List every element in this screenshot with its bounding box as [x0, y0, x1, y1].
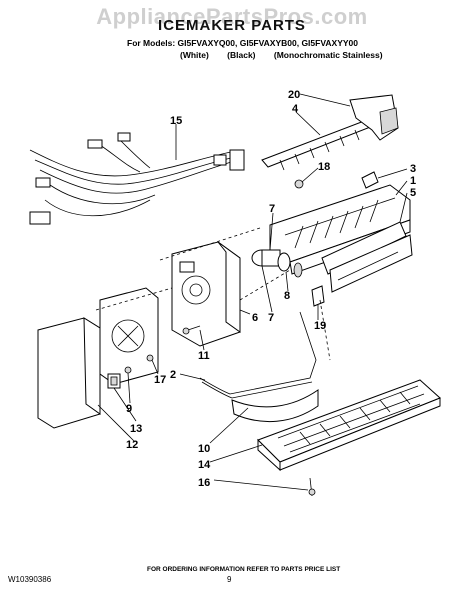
callout-3: 3 [410, 163, 416, 175]
screw-9 [124, 366, 132, 374]
callout-18: 18 [318, 161, 330, 173]
callout-5: 5 [410, 187, 416, 199]
screw-16 [308, 477, 316, 497]
callout-10: 10 [198, 443, 210, 455]
wiring-harness [29, 132, 245, 225]
callout-12: 12 [126, 439, 138, 451]
callout-15: 15 [170, 115, 182, 127]
switch [107, 373, 121, 389]
watermark: AppliancePartsPros.com [96, 4, 368, 29]
clip [361, 171, 379, 189]
callout-8: 8 [284, 290, 290, 302]
callout-20: 20 [288, 89, 300, 101]
callout-16: 16 [198, 477, 210, 489]
screw-18 [294, 179, 304, 189]
callout-14: 14 [198, 459, 211, 471]
finishes-line: (White) (Black) (Monochromatic Stainless… [180, 50, 399, 60]
callout-11: 11 [198, 350, 210, 362]
screw-11 [182, 325, 201, 335]
page-number: 9 [227, 575, 232, 584]
finish-black: (Black) [227, 50, 256, 60]
ice-bin-tray [257, 379, 441, 472]
ordering-note: FOR ORDERING INFORMATION REFER TO PARTS … [147, 566, 341, 573]
motor-housing [171, 241, 241, 347]
callout-13: 13 [130, 423, 142, 435]
mold-heater [329, 234, 413, 293]
callout-4: 4 [292, 103, 299, 115]
document-code: W10390386 [8, 575, 52, 584]
callout-7: 7 [269, 203, 275, 215]
front-cover [37, 317, 101, 429]
callout-leaders [97, 93, 408, 491]
fill-cup [349, 94, 399, 141]
callout-17: 17 [154, 374, 166, 386]
motor-gear-assembly [251, 249, 303, 278]
finish-white: (White) [180, 50, 209, 60]
callout-labels: 20 4 15 3 1 5 18 7 8 7 6 19 11 2 17 9 10… [126, 89, 416, 489]
alignment-lines [95, 227, 331, 361]
bail-shield [231, 389, 319, 423]
screw-17 [146, 354, 154, 362]
callout-2: 2 [170, 369, 176, 381]
finish-stainless: (Monochromatic Stainless) [273, 50, 383, 60]
callout-1: 1 [410, 175, 416, 187]
page-title: ICEMAKER PARTS [158, 17, 306, 34]
callout-19: 19 [314, 320, 326, 332]
shutoff-arm-bracket [311, 285, 325, 307]
mounting-plate [99, 287, 159, 385]
callout-6: 6 [252, 312, 258, 324]
callout-7b: 7 [268, 312, 274, 324]
callout-9: 9 [126, 403, 132, 415]
stripper [321, 221, 407, 275]
feeler-arm [199, 311, 317, 399]
models-line: For Models: GI5FVAXYQ00, GI5FVAXYB00, GI… [127, 38, 358, 48]
